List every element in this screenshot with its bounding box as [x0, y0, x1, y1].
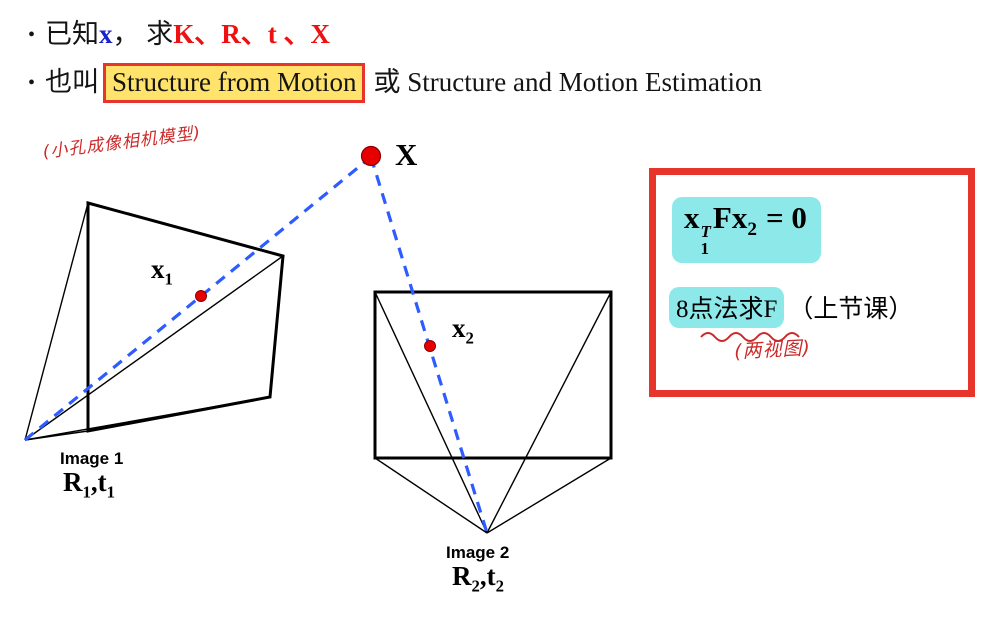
frustum1-ray-tr: [24, 255, 284, 441]
red-squiggle-underline: [700, 332, 800, 342]
eight-point-highlight: 8点法求F: [669, 287, 785, 328]
eight-point-line: 8点法求F（上节课）: [669, 287, 913, 328]
label-rt2-comma: ,: [479, 561, 487, 591]
label-x2: x2: [452, 313, 474, 348]
formula-F-matrix: F: [712, 200, 732, 235]
label-X: X: [395, 137, 418, 172]
label-t2-sub: 2: [495, 576, 504, 596]
formula-x2: x: [731, 200, 748, 235]
point-x2: [424, 340, 436, 352]
formula-x2-sub: 2: [747, 219, 757, 241]
label-R1: R: [63, 467, 83, 497]
image-plane-2: [373, 290, 613, 460]
label-rt1-comma: ,: [90, 467, 98, 497]
label-R2-sub: 2: [471, 576, 480, 596]
label-x1-sub: 1: [164, 269, 173, 289]
or-label: 或: [373, 67, 401, 97]
label-image2: Image 2: [446, 543, 510, 562]
label-x2-sub: 2: [465, 328, 474, 348]
also-called-label: 也叫: [45, 67, 100, 97]
label-rt2: R2,t2: [452, 561, 504, 596]
handwritten-two-views-note: (两视图): [733, 337, 812, 363]
label-R1-sub: 1: [82, 482, 91, 502]
x-variable: x: [99, 19, 113, 49]
camera-2-frustum: [373, 290, 613, 534]
alt-name-label: Structure and Motion Estimation: [407, 67, 762, 97]
sfm-highlight: Structure from Motion: [103, 63, 366, 103]
label-t2: t: [486, 561, 496, 591]
frustum1-ray-br: [24, 396, 271, 441]
formula-sub-1: 1: [700, 239, 710, 259]
point-X-3d: [360, 145, 382, 167]
frustum2-ray-tr: [486, 291, 612, 534]
label-t1-sub: 1: [106, 482, 115, 502]
label-x2-base: x: [452, 313, 466, 343]
camera-1-frustum: [24, 201, 285, 441]
last-lecture-note: （上节课）: [788, 296, 914, 323]
solve-label: ， 求: [112, 19, 174, 49]
label-x1: x1: [151, 254, 173, 289]
frustum1-ray-bl: [24, 430, 89, 441]
frustum2-ray-bl: [374, 457, 488, 534]
formula-x1: x: [684, 200, 700, 235]
bullet-line-problem: • 已知x， 求K、R、t 、X: [28, 12, 330, 51]
point-x1: [195, 290, 207, 302]
label-t1: t: [97, 467, 107, 497]
label-image1: Image 1: [60, 449, 124, 468]
label-R2: R: [452, 561, 472, 591]
label-x1-base: x: [151, 254, 165, 284]
image-plane-1: [86, 201, 285, 433]
bullet-marker: •: [28, 24, 36, 46]
frustum2-ray-br: [486, 457, 612, 534]
formula-equals-zero: = 0: [765, 200, 807, 235]
known-label: 已知: [45, 19, 100, 49]
label-rt1: R1,t1: [63, 467, 115, 502]
frustum2-ray-tl: [374, 291, 488, 534]
frustum1-ray-tl: [24, 202, 89, 441]
unknown-variables: K、R、t 、X: [173, 19, 331, 49]
formula-transpose-T: T: [700, 221, 711, 241]
bullet-marker: •: [28, 72, 36, 94]
